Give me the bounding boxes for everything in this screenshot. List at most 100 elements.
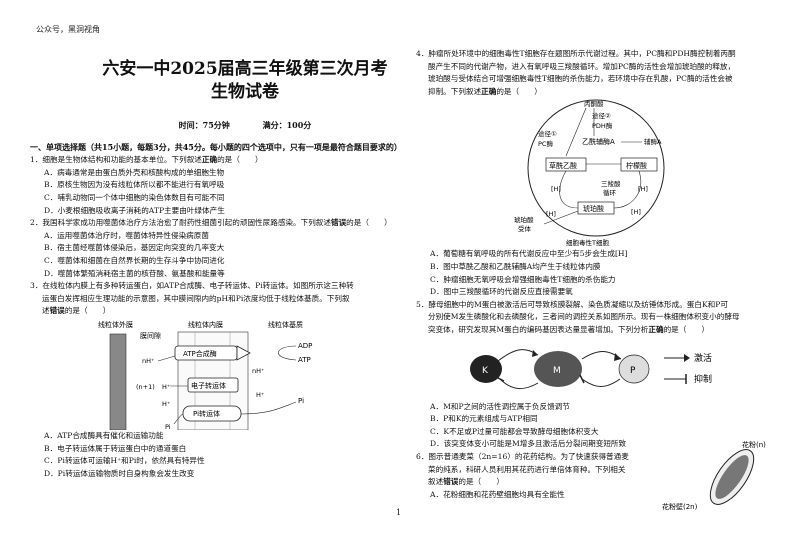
q6-stem-1: 6．图示普通麦菜（2n=16）的花药结构。为了快速获得普通麦	[416, 451, 629, 461]
page-number: 1	[396, 508, 402, 517]
t-cell-metabolism-figure: 丙酮酸 途径② PDH酶 途径① PC酶 乙酰辅酶A 辅酶A 草酰乙酸 柠檬酸 …	[514, 99, 665, 247]
oxaloacetate-label: 草酰乙酸	[549, 161, 577, 170]
receptor-label-2: 受体	[518, 224, 532, 233]
h-label-2: [H]	[638, 185, 648, 193]
succinate-label: 琥珀酸	[583, 204, 604, 213]
exam-meta: 时间：75分钟 满分：100分	[90, 119, 400, 132]
pc-label: PC酶	[538, 139, 553, 148]
anther-wall-label: 花粉壁(2n)	[662, 502, 698, 511]
h-label-1: [H]	[551, 185, 561, 193]
question-5: 5．酵母细胞中的M蛋白被激活后可导致核膜裂解、染色质凝缩以及纺锤体形成。蛋白K和…	[416, 299, 786, 451]
q5-stem-end: 的是（ ）	[663, 324, 710, 334]
q5-stem-1: 5．酵母细胞中的M蛋白被激活后可导致核膜裂解、染色质凝缩以及纺锤体形成。蛋白K和…	[416, 299, 728, 309]
q3-option-b: B．电子转运体属于转运蛋白中的通道蛋白	[44, 443, 187, 453]
kmp-regulation-figure: K M P 激活 抑制	[470, 348, 712, 389]
activate-label: 激活	[694, 352, 712, 364]
m-node	[534, 350, 582, 387]
q1-option-b: B．原核生物因为没有线粒体所以都不能进行有氧呼吸	[44, 180, 225, 190]
question-4: 4．肿瘤所处环境中的细胞毒性T细胞存在题图所示代谢过程。其中，PC酶和PDH酶控…	[416, 48, 786, 299]
exam-subject: 生物试卷	[211, 81, 279, 102]
q3-stem-2: 运蛋白发挥相应生理功能的示意图，其中膜间隙内的pH和Pi浓度均低于线粒体基质。下…	[42, 293, 350, 303]
time-label: 时间：75分钟	[178, 119, 230, 130]
question-3: 3．在线粒体内膜上有多种转运蛋白，如ATP合成酶、电子转运体、Pi转运体。如图所…	[30, 280, 400, 480]
q4-stem-1: 4．肿瘤所处环境中的细胞毒性T细胞存在题图所示代谢过程。其中，PC酶和PDH酶控…	[416, 49, 736, 58]
q3-stem-1: 3．在线粒体内膜上有多种转运蛋白，如ATP合成酶、电子转运体、Pi转运体。如图所…	[30, 281, 354, 291]
mitochondria-membrane-figure: 线粒体外膜 线粒体内膜 线粒体基质 膜间隙 ATP合成酶 ADP ATP nH⁺…	[98, 320, 312, 430]
coa-label: 辅酶A	[644, 137, 662, 146]
anther-figure: 花粉(n) 花粉壁(2n)	[662, 440, 766, 511]
question-2: 2．我国科学家成功用噬菌体治疗方法治愈了耐药性细菌引起的顽固性尿路感染。下列叙述…	[30, 217, 400, 280]
h-space-label: H⁺	[162, 400, 170, 408]
atp-synthase-label: ATP合成酶	[183, 349, 217, 358]
question-6: 6．图示普通麦菜（2n=16）的花药结构。为了快速获得普通麦 菜的纯系，科研人员…	[416, 440, 786, 511]
m-label: M	[553, 366, 561, 376]
nh-matrix-label: nH⁺	[252, 367, 264, 375]
q6-stem-end: 的是（ ）	[458, 477, 504, 487]
left-column: 公众号，黑洞视角 六安一中2025届高三年级第三次月考 生物试卷 时间：75分钟…	[30, 24, 402, 480]
electron-transporter-label: 电子转运体	[191, 381, 226, 390]
q4-stem-3: 琥珀酸与受体结合可增强细胞毒性T细胞的杀伤能力，若环境中存在乳酸，PC酶的活性会…	[428, 74, 733, 84]
q3-keyword: 错误	[49, 306, 65, 316]
q1-option-d: D．小麦根细胞吸收离子消耗的ATP主要由叶绿体产生	[44, 205, 225, 215]
q2-stem-end: 的是（ ）	[346, 218, 392, 228]
q5-option-d: D．该突变体变小可能是M增多且激活后分裂间期变短所致	[430, 439, 627, 449]
q5-stem-3: 突变体，研究发现其M蛋白的编码基因表达量显著增加。下列分析	[428, 324, 649, 334]
q2-option-b: B．宿主菌经噬菌体侵染后，基因定向突变的几率变大	[44, 243, 225, 253]
q5-option-b: B．P和K的元素组成与ATP相同	[430, 414, 538, 424]
q3-stem-end: 的是（ ）	[64, 306, 111, 316]
exam-title: 六安一中2025届高三年级第三次月考	[102, 58, 388, 79]
q3-stem-3: 述	[42, 306, 50, 316]
adp-label: ADP	[298, 342, 312, 350]
q3-option-a: A．ATP合成酶具有催化和运输功能	[44, 430, 164, 440]
n1-label: (n+1)	[136, 383, 155, 391]
q3-option-d: D．Pi转运体运输物质时自身构象会发生改变	[44, 468, 195, 478]
inhibit-label: 抑制	[694, 373, 712, 385]
pollen-label: 花粉(n)	[742, 440, 766, 449]
q1-option-c: C．哺乳动物同一个体中细胞的染色体数目有可能不同	[44, 192, 225, 202]
q2-stem: 2．我国科学家成功用噬菌体治疗方法治愈了耐药性细菌引起的顽固性尿路感染。下列叙述	[30, 218, 331, 228]
intermembrane-space-label: 膜间隙	[140, 331, 161, 340]
q1-keyword: 正确	[201, 155, 218, 165]
pi-space-label: Pi	[165, 423, 171, 430]
score-label: 满分：100分	[262, 119, 312, 130]
q6-option-a: A．花粉细胞和花药壁细胞均具有全能性	[430, 489, 565, 499]
path1-label: 途径①	[538, 129, 557, 138]
h-matrix-label: H⁺	[256, 391, 264, 399]
q5-option-a: A．M和P之间的活性调控属于负反馈调节	[430, 401, 570, 411]
electron-transporter	[187, 377, 239, 393]
tca-label-1: 三羧酸	[601, 179, 621, 188]
outer-membrane-label: 线粒体外膜	[98, 320, 133, 329]
outer-membrane	[109, 333, 127, 430]
pi-label: Pi	[298, 397, 304, 405]
pi-transporter	[182, 405, 242, 422]
p-node	[618, 354, 650, 383]
q4-option-c: C．肿瘤细胞无氧呼吸会增强细胞毒性T细胞的杀伤能力	[430, 274, 616, 284]
k-node	[470, 354, 502, 383]
path2-label: 途径②	[592, 111, 611, 120]
t-cell-outline	[527, 99, 665, 237]
q4-stem-end: 的是（ ）	[496, 86, 542, 96]
h-label: H⁺	[162, 383, 170, 391]
q4-option-a: A．葡萄糖有氧呼吸的所有代谢反应中至少有5步会生成[H]	[430, 249, 628, 259]
q1-stem-end: 的是（ ）	[217, 155, 263, 165]
h-label-4: [H]	[631, 208, 641, 216]
section-heading: 一、单项选择题（共15小题，每题3分，共45分。每小题的四个选项中，只有一项是最…	[30, 142, 402, 153]
q5-option-c: C．K不足或P过量可能都会导致酵母细胞体积变大	[430, 426, 599, 436]
q4-stem-4: 抑制。下列叙述	[428, 86, 482, 96]
q6-keyword: 错误	[443, 477, 459, 487]
q4-stem-2: 酸产生不同的代谢产物，进入有氧呼吸三羧酸循环。增加PC酶的活性会增加琥珀酸的释放…	[428, 61, 736, 71]
matrix-label: 线粒体基质	[268, 320, 303, 329]
q5-keyword: 正确	[648, 324, 664, 334]
t-cell-label: 细胞毒性T细胞	[566, 238, 609, 247]
q2-option-a: A．运用噬菌体治疗时，噬菌体特异性侵染病原菌	[44, 230, 209, 240]
q4-keyword: 正确	[481, 86, 497, 96]
h-label-3: [H]	[546, 210, 556, 218]
nh-label: nH⁺	[142, 357, 154, 365]
citrate-label: 柠檬酸	[626, 161, 647, 170]
k-label: K	[482, 366, 489, 376]
q2-option-d: D．噬菌体繁殖消耗宿主菌的核苷酸、氨基酸和能量等	[44, 268, 225, 278]
q4-option-b: B．图中草酰乙酸和乙酰辅酶A均产生于线粒体内膜	[430, 261, 601, 271]
q5-stem-2: 分别使M发生磷酸化和去磷酸化，三者间的调控关系如图所示。现有一株细胞体积变小的酵…	[428, 312, 740, 322]
q2-option-c: C．噬菌体和细菌在自然界长期的生存斗争中协同进化	[44, 255, 225, 265]
